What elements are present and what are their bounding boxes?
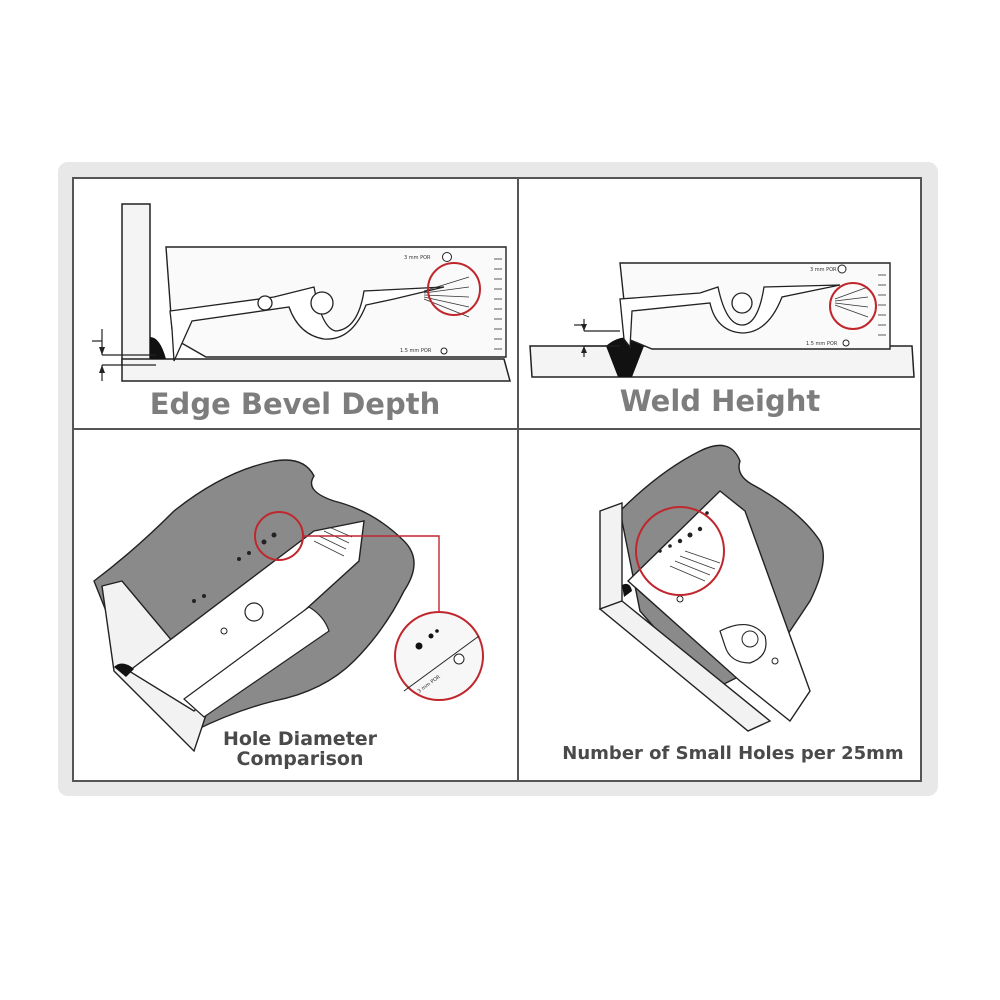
gauge-label-1-5mm: 1.5 mm POR	[400, 348, 432, 354]
caption-number-of-small-holes: Number of Small Holes per 25mm	[562, 743, 904, 764]
gauge-label-1-5mm: 1.5 mm POR	[806, 341, 838, 347]
edge-bevel-gauge-icon: 3 mm POR 1.5 mm POR	[92, 203, 511, 382]
gauge-label-3mm: 3 mm POR	[810, 267, 837, 273]
caption-line-1: Hole Diameter	[222, 728, 378, 750]
caption-edge-bevel-depth: Edge Bevel Depth	[149, 387, 441, 421]
small-holes-gauge-icon	[598, 444, 825, 732]
hole-diameter-gauge-icon: 3 mm POR	[93, 459, 484, 753]
caption-weld-height: Weld Height	[619, 384, 821, 418]
weld-height-gauge-icon: 3 mm POR 1.5 mm POR	[529, 262, 915, 378]
caption-line-2: Comparison	[236, 747, 364, 770]
vertical-divider	[517, 177, 519, 782]
horizontal-divider	[72, 428, 922, 430]
caption-hole-diameter-comparison: Hole Diameter Comparison	[190, 728, 410, 770]
gauge-label-3mm: 3 mm POR	[404, 255, 431, 261]
